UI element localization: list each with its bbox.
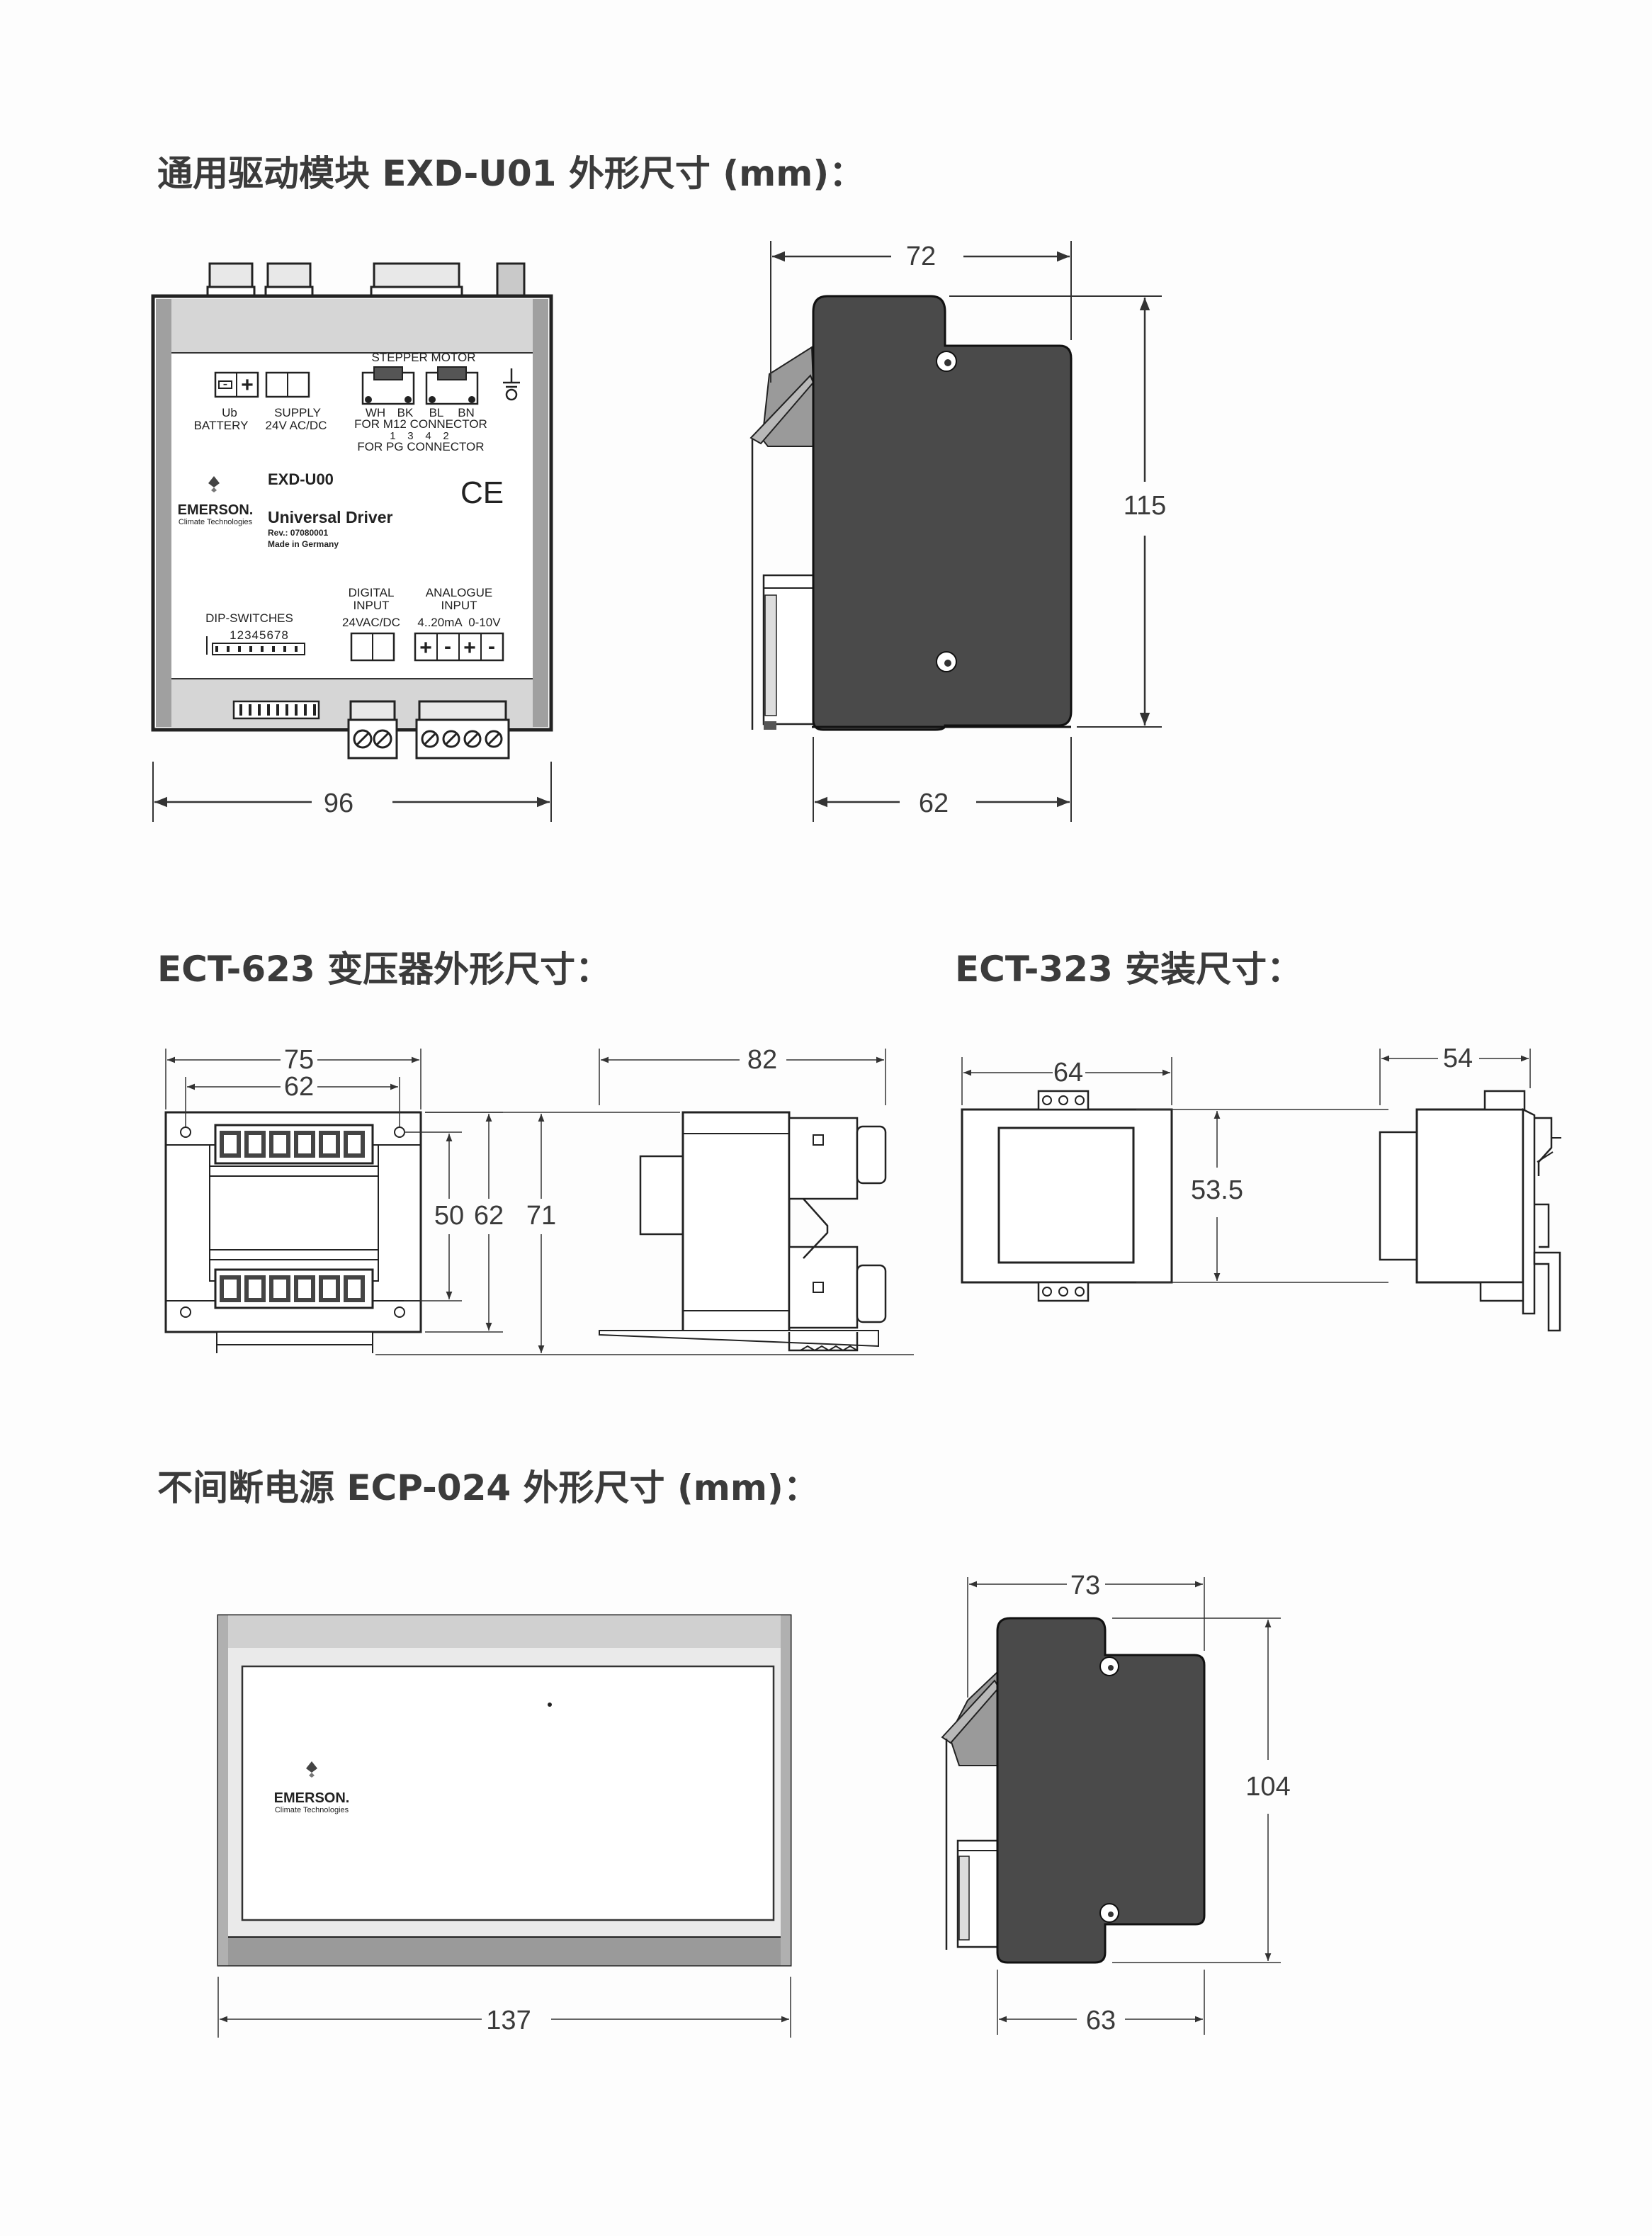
ecp-side-view: 73 63 104	[941, 1571, 1291, 2035]
exd-side-height: 115	[1124, 491, 1167, 521]
ect623-side-view: 82	[599, 1045, 887, 1352]
analogue-range-label: 4..20mA 0-10V	[417, 616, 501, 629]
exd-width-value: 96	[324, 789, 353, 818]
exd-width-dimension	[152, 762, 552, 822]
ect623-width-75: 75	[284, 1045, 314, 1075]
ce-mark: CE	[460, 475, 504, 510]
brand-name: EMERSON.	[178, 502, 254, 518]
m12-connector-label: FOR M12 CONNECTOR	[354, 417, 487, 431]
ect323-front-view: 64 53.5	[961, 1057, 1388, 1302]
svg-text:+: +	[241, 373, 254, 397]
svg-text:+: +	[419, 636, 432, 660]
svg-text:+: +	[463, 636, 476, 660]
svg-text:-: -	[444, 635, 451, 658]
exd-title: 通用驱动模块 EXD-U01 外形尺寸 (mm)：	[157, 153, 865, 194]
pg-connector-label: FOR PG CONNECTOR	[357, 440, 484, 453]
exd-front-view: - + Ub BATTERY SUPPLY 24V AC/DC STEPPER …	[151, 262, 553, 822]
ecp-side-housing	[996, 1617, 1206, 1964]
revision-label: Rev.: 07080001	[268, 528, 329, 538]
exd-side-depth-bottom: 62	[919, 789, 949, 818]
ect623-terminal-strip-bottom	[214, 1268, 374, 1309]
ecp-height-104: 104	[1245, 1772, 1290, 1802]
ect323-width-64: 64	[1053, 1058, 1083, 1088]
exd-side-housing	[812, 295, 1073, 731]
exd-side-depth-top: 72	[906, 242, 936, 271]
emerson-logo-icon	[208, 476, 220, 492]
bottom-header-strip	[232, 700, 320, 720]
ect623-width-62: 62	[284, 1072, 314, 1102]
exd-side-view: 72 62 115	[749, 241, 1167, 822]
bk-label: BK	[397, 406, 414, 419]
exd-top-knob	[496, 262, 526, 300]
ect623-front-view: 75 62 50 62 71	[164, 1045, 914, 1355]
bn-label: BN	[458, 406, 475, 419]
ecp-front-view: EMERSON. Climate Technologies 137	[217, 1614, 792, 2038]
supply-voltage-label: 24V AC/DC	[266, 419, 327, 432]
ecp-width-137: 137	[486, 2006, 531, 2035]
digital-input-label: INPUT	[353, 599, 390, 612]
digital-label: DIGITAL	[349, 586, 395, 599]
made-in-label: Made in Germany	[268, 539, 339, 549]
ect323-side-view: 54	[1379, 1044, 1561, 1332]
ect323-depth-54: 54	[1443, 1044, 1473, 1073]
ub-label: Ub	[222, 406, 237, 419]
ect623-depth-82: 82	[747, 1045, 777, 1075]
model-label: EXD-U00	[268, 470, 334, 488]
ect623-terminal-strip-top	[214, 1124, 374, 1165]
stepper-motor-label: STEPPER MOTOR	[371, 351, 475, 364]
dip-switch-numbers: 12345678	[230, 628, 289, 642]
product-name: Universal Driver	[268, 508, 392, 526]
ect323-title: ECT-323 安装尺寸：	[955, 949, 1303, 990]
exd-bottom-connector-analogue	[415, 700, 510, 760]
analogue-input-label: INPUT	[441, 599, 477, 612]
ect623-height-71: 71	[526, 1201, 556, 1231]
ecp-emerson-logo-icon	[306, 1761, 317, 1778]
supply-label: SUPPLY	[274, 406, 321, 419]
digital-voltage-label: 24VAC/DC	[342, 616, 400, 629]
svg-text:-: -	[223, 376, 228, 392]
ecp-brand-name: EMERSON.	[274, 1790, 350, 1806]
ect623-height-50: 50	[434, 1201, 464, 1231]
exd-bottom-connector-digital	[347, 700, 398, 760]
analogue-input-terminals: + - + -	[414, 632, 504, 662]
analogue-label: ANALOGUE	[426, 586, 492, 599]
ecp-brand-subtitle: Climate Technologies	[275, 1806, 349, 1814]
pin-numbers: 1 3 4 2	[390, 430, 448, 442]
ecp-title: 不间断电源 ECP-024 外形尺寸 (mm)：	[157, 1467, 819, 1508]
ecp-depth-73: 73	[1070, 1571, 1100, 1600]
brand-subtitle: Climate Technologies	[179, 518, 253, 526]
wh-label: WH	[366, 406, 385, 419]
ground-icon	[503, 368, 520, 401]
dip-switches-label: DIP-SWITCHES	[205, 611, 293, 625]
ect623-title: ECT-623 变压器外形尺寸：	[157, 949, 611, 990]
battery-label: BATTERY	[194, 419, 249, 432]
svg-text:-: -	[488, 635, 495, 658]
dip-switch-bank	[206, 636, 305, 655]
ect323-height-53-5: 53.5	[1191, 1175, 1243, 1205]
bl-label: BL	[429, 406, 444, 419]
ecp-depth-63: 63	[1086, 2006, 1116, 2035]
ect623-height-62: 62	[474, 1201, 504, 1231]
